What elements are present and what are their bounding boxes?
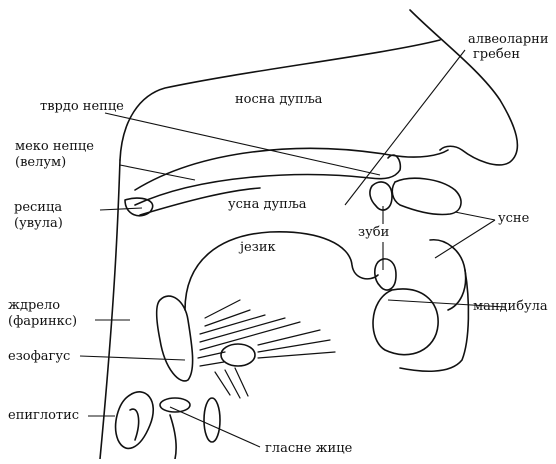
label-vocal-cords: гласне жице (265, 441, 352, 457)
label-alveolar-ridge-line2: гребен (473, 47, 520, 63)
label-epiglottis: епиглотис (8, 408, 79, 424)
label-alveolar-ridge-line1: алвеоларни (468, 32, 549, 48)
tongue-muscle-fibers (198, 300, 335, 398)
label-soft-palate-line1: меко непце (15, 139, 94, 155)
label-hard-palate: тврдо непце (40, 99, 124, 115)
label-pharynx-line1: ждрело (8, 298, 60, 314)
uvula-outline (125, 198, 153, 216)
label-pharynx-line2: (фаринкс) (8, 314, 77, 330)
label-teeth: зуби (358, 225, 389, 241)
mandible-outline (400, 270, 468, 371)
label-tongue: језик (240, 240, 276, 256)
tongue-outline (185, 232, 378, 310)
pharynx-wall-outline (157, 296, 193, 381)
label-mandible: мандибула (473, 299, 548, 315)
label-uvula-line2: (увула) (14, 216, 63, 232)
label-uvula-line1: ресица (14, 200, 62, 216)
label-soft-palate-line2: (велум) (15, 155, 66, 171)
mandible-bone-outline (373, 289, 438, 355)
hyoid-bone (221, 344, 255, 366)
trachea-outline (170, 415, 176, 459)
upper-tooth-outline (370, 182, 392, 210)
epiglottis-inner (130, 409, 139, 440)
vocal-fold-left (160, 398, 190, 412)
label-leader-lines (80, 50, 505, 447)
vocal-fold-right (204, 398, 220, 442)
label-lips: усне (498, 211, 529, 227)
label-nasal-cavity: носна дупља (235, 92, 322, 108)
label-esophagus: езофагус (8, 349, 70, 365)
label-oral-cavity: усна дупља (228, 197, 307, 213)
upper-lip-outline (392, 178, 461, 214)
